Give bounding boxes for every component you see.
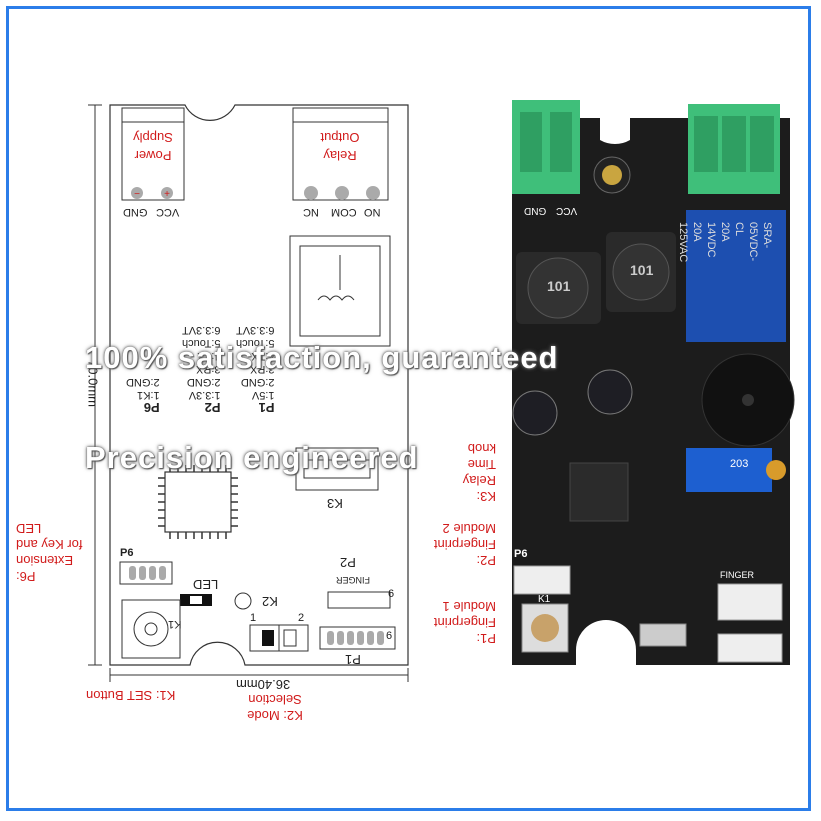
photo-gnd-label: GND [524,205,547,216]
svg-text:−: − [134,189,140,200]
inductor-marking-1: 101 [547,278,571,294]
relay-marking: SRA-05VDC-CL 20A 14VDC 20A 125VAC [677,222,773,263]
p2-pin6: 6 [388,588,395,600]
p1-pin6: 6 [386,630,393,642]
svg-text:+: + [164,189,170,200]
photo-vcc-label: VCC [556,205,578,216]
photo-p6-label: P6 [514,548,528,560]
photo-finger-label: FINGER [720,570,755,580]
p6-header-label: P6 [120,547,134,559]
k2-pin2: 2 [298,612,305,624]
k2-pin1: 1 [250,612,257,624]
precision-overlay: Precision engineered [85,440,419,475]
pot-marking: 203 [730,458,749,470]
inductor-marking-2: 101 [630,262,654,278]
image-frame [6,6,811,811]
satisfaction-overlay: 100% satisfaction, guaranteed [85,340,559,375]
photo-k1-label: K1 [538,594,551,605]
